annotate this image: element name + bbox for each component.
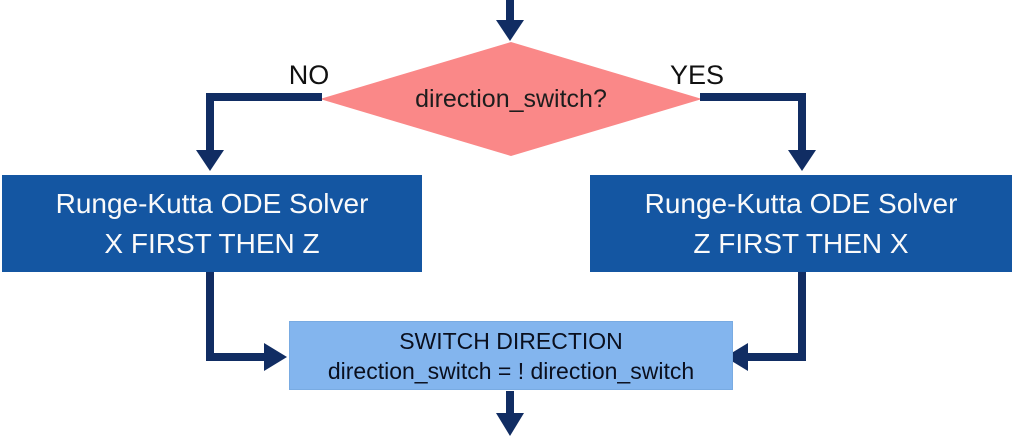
process-node-solver-z-first: Runge-Kutta ODE Solver Z FIRST THEN X <box>590 175 1012 272</box>
arrowhead-yes-branch-down-icon <box>788 150 816 171</box>
process-node-solver-x-first-line2: X FIRST THEN Z <box>104 227 320 259</box>
branch-label-no: NO <box>288 60 330 90</box>
branch-label-yes: YES <box>669 60 725 90</box>
process-node-solver-x-first-line1: Runge-Kutta ODE Solver <box>55 187 369 219</box>
process-node-switch-direction-line1: SWITCH DIRECTION <box>399 327 623 354</box>
connector-left-to-switch <box>206 272 266 361</box>
process-node-solver-z-first-line1: Runge-Kutta ODE Solver <box>644 187 958 219</box>
arrowhead-top-entry-down-icon <box>496 20 524 41</box>
process-node-switch-direction-line2: direction_switch = ! direction_switch <box>327 357 695 384</box>
process-node-solver-z-first-line2: Z FIRST THEN X <box>693 227 909 259</box>
process-node-solver-x-first: Runge-Kutta ODE Solver X FIRST THEN Z <box>2 175 422 272</box>
connector-right-to-switch <box>746 272 806 361</box>
decision-node-label: direction_switch? <box>415 84 607 113</box>
arrowhead-right-to-switch-left-icon <box>725 343 748 371</box>
arrowhead-left-to-switch-right-icon <box>264 343 287 371</box>
connector-yes-branch <box>700 93 806 152</box>
decision-diamond-shape <box>320 42 702 156</box>
process-node-switch-direction: SWITCH DIRECTION direction_switch = ! di… <box>289 321 733 390</box>
connector-no-branch <box>206 93 322 152</box>
arrowhead-no-branch-down-icon <box>196 150 224 171</box>
arrowhead-bottom-exit-down-icon <box>496 413 524 436</box>
